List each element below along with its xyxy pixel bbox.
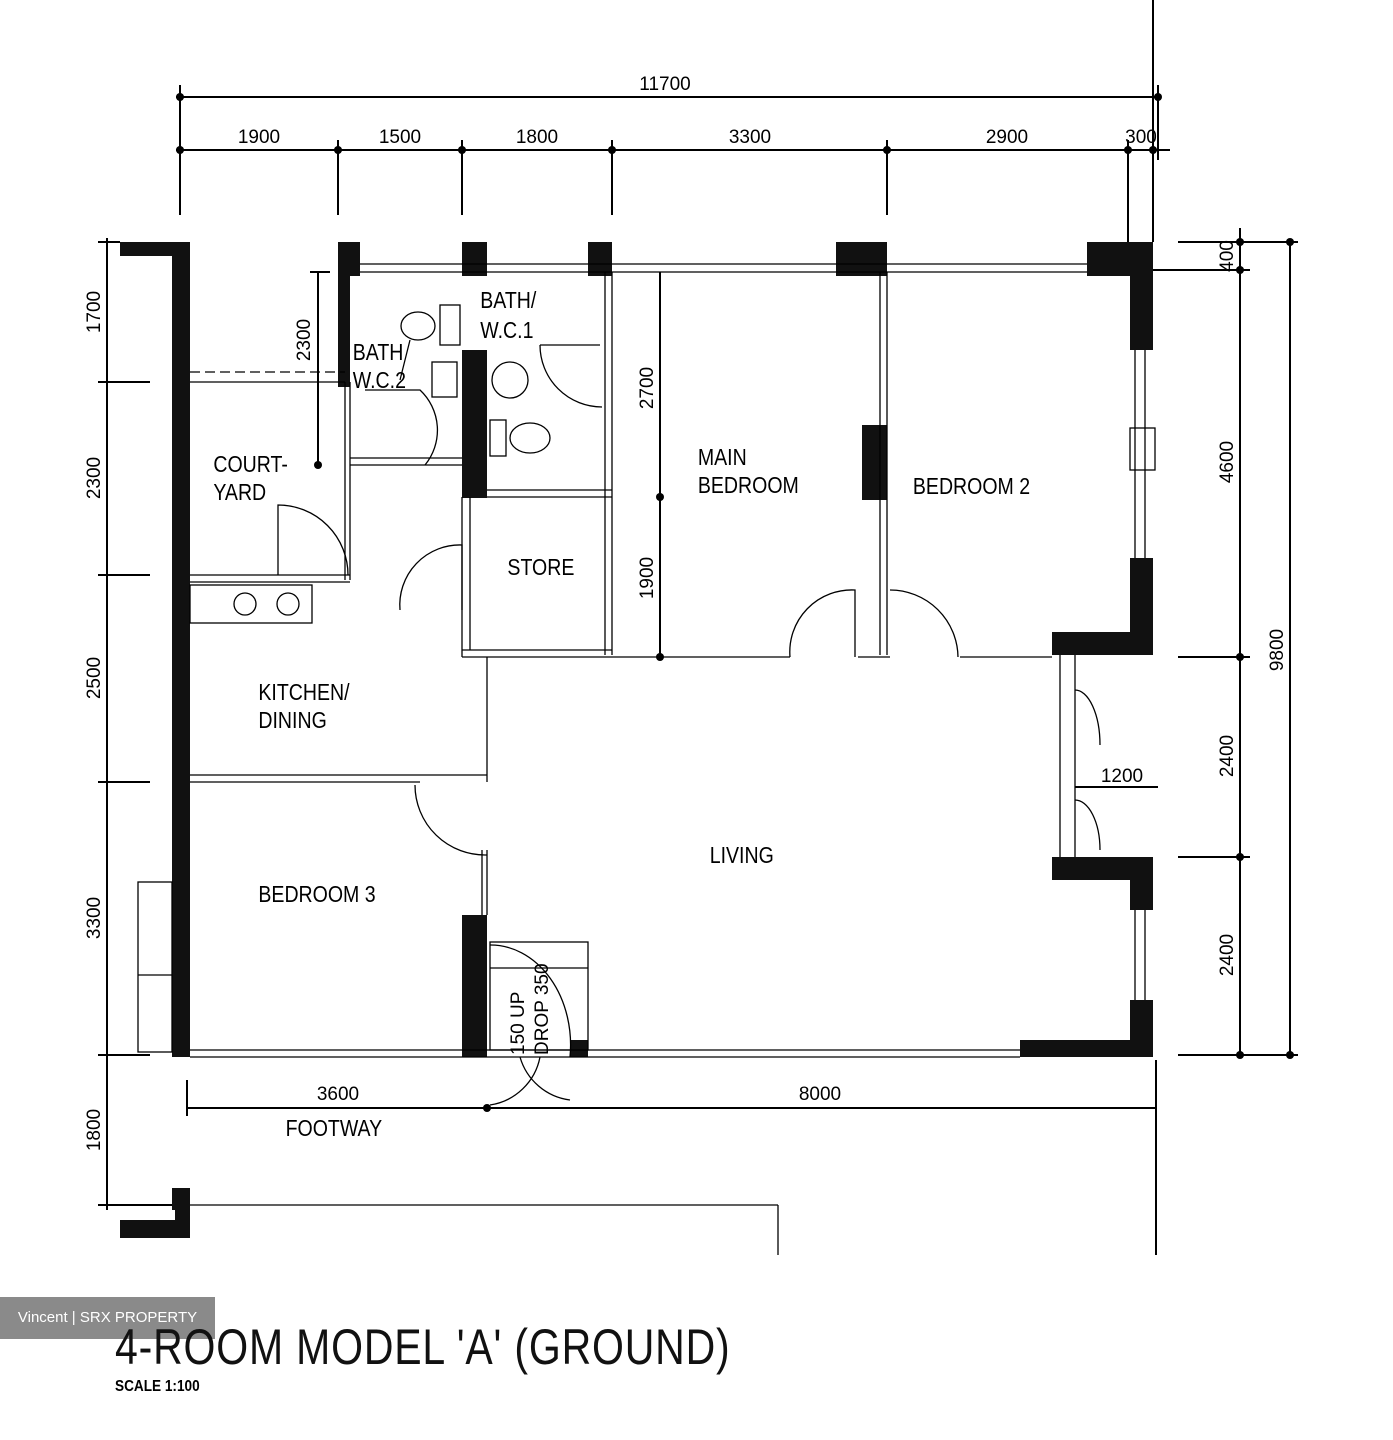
stair-drop-label: DROP 350 [532,963,553,1055]
svg-text:1800: 1800 [516,127,558,148]
partitions [137,263,1156,1255]
svg-text:9800: 9800 [1267,629,1288,671]
plan-scale: SCALE 1:100 [115,1378,200,1395]
label-bath-wc1: W.C.1 [480,318,533,344]
label-courtyard: COURT- [213,452,288,478]
label-bath-wc1: BATH/ [480,288,536,314]
svg-text:2300: 2300 [294,319,315,361]
svg-text:2400: 2400 [1217,934,1238,976]
svg-text:3600: 3600 [317,1084,359,1105]
label-footway: FOOTWAY [286,1116,383,1142]
svg-text:2500: 2500 [84,657,105,699]
room-labels: BATH/ W.C.1 BATH W.C.2 COURT- YARD STORE… [213,288,1030,1142]
stair-up-label: 150 UP [508,992,529,1055]
dimension-lines [98,0,1298,1255]
label-main-bedroom: MAIN [698,445,747,471]
svg-text:8000: 8000 [799,1084,841,1105]
watermark: Vincent | SRX PROPERTY [0,1297,215,1339]
svg-text:3300: 3300 [729,127,771,148]
svg-text:1900: 1900 [238,127,280,148]
svg-text:300: 300 [1125,127,1157,148]
svg-text:400: 400 [1217,240,1238,272]
label-bath-wc2: W.C.2 [353,368,406,394]
label-main-bedroom: BEDROOM [698,473,799,499]
svg-text:1800: 1800 [84,1109,105,1151]
svg-text:1900: 1900 [637,557,658,599]
label-store: STORE [507,555,574,581]
svg-text:4600: 4600 [1217,441,1238,483]
svg-text:1500: 1500 [379,127,421,148]
label-kitchen: KITCHEN/ [258,680,349,706]
svg-text:1200: 1200 [1101,766,1143,787]
walls [120,242,1153,1238]
svg-text:3300: 3300 [84,897,105,939]
svg-text:1700: 1700 [84,291,105,333]
label-bedroom3: BEDROOM 3 [258,882,375,908]
label-bedroom2: BEDROOM 2 [913,474,1030,500]
svg-text:2900: 2900 [986,127,1028,148]
label-courtyard: YARD [213,480,266,506]
dimension-labels: 11700 1900 1500 1800 3300 2900 300 1700 … [84,74,1288,1151]
svg-text:2700: 2700 [637,367,658,409]
svg-text:2300: 2300 [84,457,105,499]
svg-text:11700: 11700 [639,74,690,95]
label-bath-wc2: BATH [353,340,404,366]
label-kitchen: DINING [258,708,326,734]
plan-title: 4-ROOM MODEL 'A' (GROUND) [115,1319,731,1375]
label-living: LIVING [710,843,774,869]
svg-text:2400: 2400 [1217,735,1238,777]
